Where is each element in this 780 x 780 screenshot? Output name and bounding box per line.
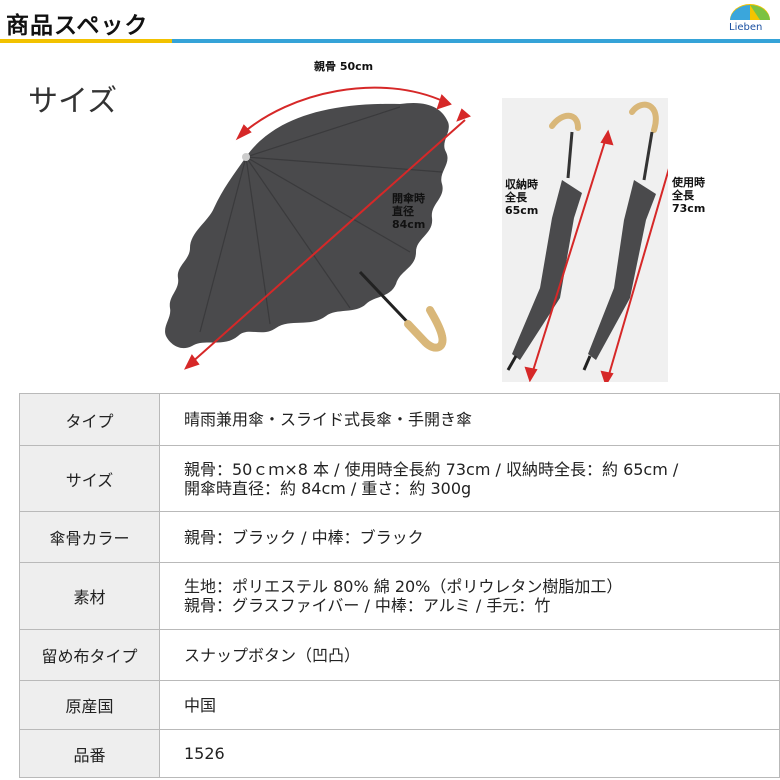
spec-row-type: タイプ 晴雨兼用傘・スライド式長傘・手開き傘 [19, 393, 780, 446]
spec-label: 品番 [19, 729, 160, 778]
spec-label: 原産国 [19, 680, 160, 730]
folded-umbrellas-illustration [502, 98, 668, 382]
spec-row-origin: 原産国 中国 [19, 680, 780, 730]
stored-length-label: 収納時 全長 65cm [505, 178, 539, 217]
header-underline [172, 39, 780, 43]
spec-value: 親骨：50ｃｍ×8 本 / 使用時全長約 73cm / 収納時全長：約 65cm… [159, 445, 780, 512]
spec-value: 親骨：ブラック / 中棒：ブラック [159, 511, 780, 563]
header-underline-accent [0, 39, 172, 43]
spec-label: 留め布タイプ [19, 629, 160, 681]
spec-value: 晴雨兼用傘・スライド式長傘・手開き傘 [159, 393, 780, 446]
rib-length-label: 親骨 50cm [314, 60, 374, 73]
use-length-label: 使用時 全長 73cm [672, 176, 706, 215]
spec-label: サイズ [19, 445, 160, 512]
spec-label: タイプ [19, 393, 160, 446]
spec-value: 1526 [159, 729, 780, 778]
open-diameter-label: 開傘時 直径 84cm [392, 192, 426, 231]
spec-value: 生地：ポリエステル 80% 綿 20%（ポリウレタン樹脂加工） 親骨：グラスファ… [159, 562, 780, 630]
spec-row-fastener: 留め布タイプ スナップボタン（凹凸） [19, 629, 780, 681]
brand-logo-text: Lieben [729, 22, 763, 33]
page-title: 商品スペック [6, 13, 149, 39]
spec-value: 中国 [159, 680, 780, 730]
spec-label: 素材 [19, 562, 160, 630]
spec-table: タイプ 晴雨兼用傘・スライド式長傘・手開き傘 サイズ 親骨：50ｃｍ×8 本 /… [19, 393, 780, 778]
page-header: 商品スペック Lieben [0, 0, 780, 43]
spec-row-size: サイズ 親骨：50ｃｍ×8 本 / 使用時全長約 73cm / 収納時全長：約 … [19, 445, 780, 512]
open-umbrella-illustration [165, 86, 471, 370]
spec-row-product-number: 品番 1526 [19, 729, 780, 778]
spec-value: スナップボタン（凹凸） [159, 629, 780, 681]
spec-row-material: 素材 生地：ポリエステル 80% 綿 20%（ポリウレタン樹脂加工） 親骨：グラ… [19, 562, 780, 630]
spec-label: 傘骨カラー [19, 511, 160, 563]
size-heading: サイズ [28, 84, 118, 119]
brand-logo-umbrella-icon [730, 4, 770, 20]
spec-row-frame-color: 傘骨カラー 親骨：ブラック / 中棒：ブラック [19, 511, 780, 563]
